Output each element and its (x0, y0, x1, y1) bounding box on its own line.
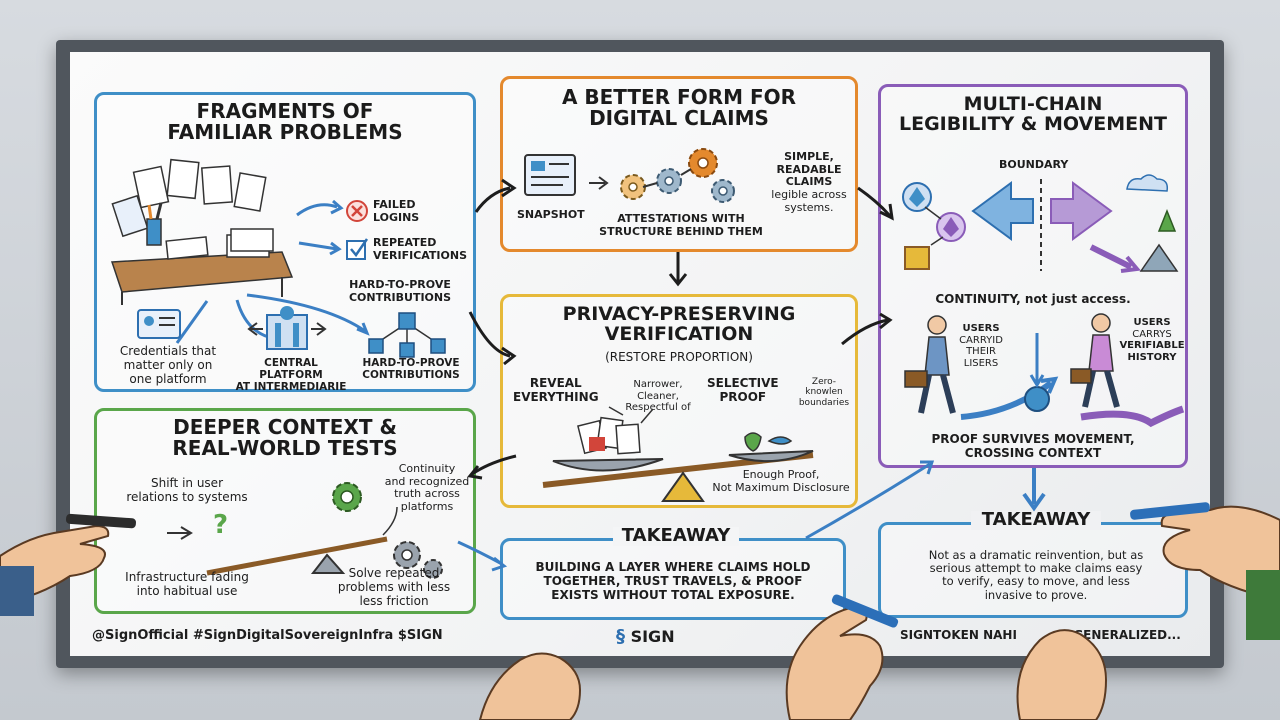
flow-arrows (70, 52, 1210, 656)
footer-logo: § SIGN (616, 626, 675, 647)
footer-handles: @SignOfficial #SignDigitalSovereignInfra… (92, 628, 443, 643)
bottom-right-hand (1010, 610, 1120, 720)
whiteboard: FRAGMENTS OF FAMILIAR PROBLEMS FAILED (70, 52, 1210, 656)
center-hand-marker (770, 586, 910, 720)
bottom-hand (480, 640, 590, 720)
right-hand-marker (1120, 480, 1280, 640)
left-hand-marker (0, 486, 140, 616)
sign-logo-icon: § (616, 626, 625, 647)
